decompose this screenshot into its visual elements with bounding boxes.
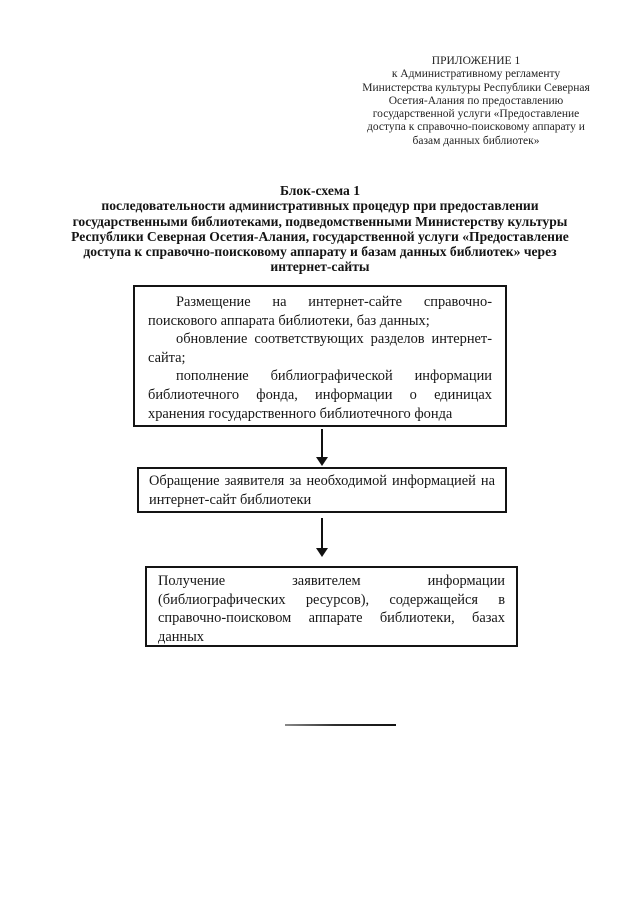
flowchart-box-placement: Размещение на интернет-сайте справочно-п… <box>133 285 507 427</box>
appendix-header-line: ПРИЛОЖЕНИЕ 1 <box>431 55 521 67</box>
title-heading: Блок-схема 1 <box>279 183 361 198</box>
flowchart-box-paragraph: Обращение заявителя за необходимой инфор… <box>149 473 495 508</box>
arrow-shaft <box>321 518 323 550</box>
appendix-header: ПРИЛОЖЕНИЕ 1 к Административному регламе… <box>328 55 624 148</box>
appendix-header-line: Министерства культуры Республики Северна… <box>362 81 590 94</box>
appendix-header-line: доступа к справочно-поисковому аппарату … <box>367 121 585 134</box>
flowchart-box-paragraph: Получение заявителем информации (библиог… <box>158 573 505 645</box>
title-subtitle: последовательности административных проц… <box>71 198 569 275</box>
arrow-shaft <box>321 429 323 459</box>
flowchart-box-receive: Получение заявителем информации (библиог… <box>145 566 518 647</box>
down-arrow-icon <box>315 518 329 558</box>
appendix-header-line: к Административному регламенту <box>391 68 561 81</box>
appendix-header-line: Осетия-Алания по предоставлению <box>388 94 564 107</box>
appendix-header-line: государственной услуги «Предоставление <box>372 108 580 121</box>
down-arrow-icon <box>315 429 329 467</box>
appendix-header-line: базам данных библиотек» <box>412 134 540 147</box>
flowchart-box-request: Обращение заявителя за необходимой инфор… <box>137 467 507 513</box>
arrow-head <box>316 457 328 466</box>
flowchart-box-paragraph: Размещение на интернет-сайте справочно-п… <box>148 294 492 329</box>
arrow-head <box>316 548 328 557</box>
page-title: Блок-схема 1 последовательности админист… <box>52 183 588 275</box>
flowchart-box-paragraph: пополнение библиографической информации … <box>148 368 492 422</box>
flowchart-box-paragraph: обновление соответствующих разделов инте… <box>148 331 492 366</box>
footnote-rule <box>285 724 396 726</box>
